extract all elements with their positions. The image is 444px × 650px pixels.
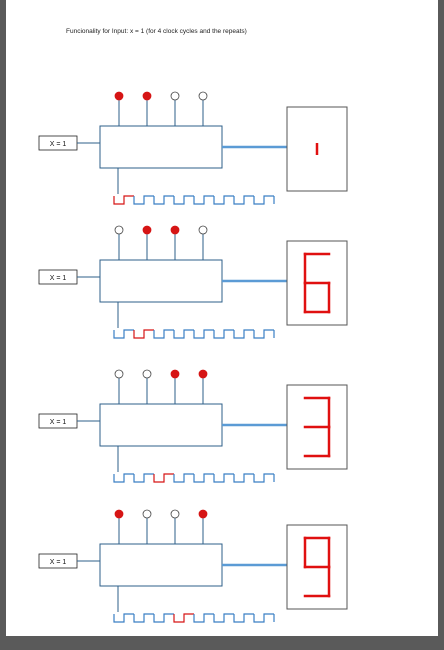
led-on-icon <box>198 509 208 519</box>
clock-pulse <box>233 195 254 205</box>
clock-pulse <box>233 473 254 483</box>
clock-pulse <box>173 613 194 623</box>
counter-block: X = 1 <box>38 509 348 623</box>
led-off-icon <box>198 91 208 101</box>
led-off-icon <box>170 509 180 519</box>
clock-pulse <box>253 329 274 339</box>
led-off-icon <box>142 509 152 519</box>
input-label: X = 1 <box>50 419 67 426</box>
document-page: Funcionality for Input: x = 1 (for 4 clo… <box>6 0 438 636</box>
clock-pulse <box>113 613 134 623</box>
led-on-icon <box>142 91 152 101</box>
clock-pulse <box>213 195 234 205</box>
clock-pulse <box>253 473 274 483</box>
clock-pulse <box>133 473 154 483</box>
input-label: X = 1 <box>50 275 67 282</box>
clock-pulse <box>173 329 194 339</box>
clock-pulse <box>133 195 154 205</box>
clock-pulse <box>153 329 174 339</box>
clock-pulse <box>153 613 174 623</box>
led-on-icon <box>142 225 152 235</box>
clock-pulse <box>213 613 234 623</box>
clock-pulse <box>153 195 174 205</box>
input-label: X = 1 <box>50 141 67 148</box>
counter-block: X = 1 <box>38 225 348 339</box>
clock-pulse <box>193 613 214 623</box>
led-off-icon <box>114 225 124 235</box>
clock-pulse <box>253 613 274 623</box>
clock-waveform <box>113 613 275 623</box>
clock-pulse <box>113 329 134 339</box>
clock-pulse <box>253 195 274 205</box>
led-off-icon <box>114 369 124 379</box>
clock-pulse <box>113 195 134 205</box>
led-on-icon <box>170 369 180 379</box>
counter-box <box>99 543 223 587</box>
led-off-icon <box>170 91 180 101</box>
led-on-icon <box>114 509 124 519</box>
clock-pulse <box>173 195 194 205</box>
input-label: X = 1 <box>50 559 67 566</box>
led-off-icon <box>198 225 208 235</box>
clock-waveform <box>113 195 275 205</box>
clock-waveform <box>113 473 275 483</box>
clock-pulse <box>113 473 134 483</box>
clock-pulse <box>193 329 214 339</box>
clock-pulse <box>133 329 154 339</box>
page-title: Funcionality for Input: x = 1 (for 4 clo… <box>66 28 247 35</box>
clock-pulse <box>193 195 214 205</box>
clock-pulse <box>213 473 234 483</box>
led-on-icon <box>170 225 180 235</box>
clock-pulse <box>193 473 214 483</box>
led-on-icon <box>114 91 124 101</box>
led-off-icon <box>142 369 152 379</box>
counter-box <box>99 259 223 303</box>
clock-pulse <box>233 613 254 623</box>
clock-pulse <box>173 473 194 483</box>
led-on-icon <box>198 369 208 379</box>
counter-block: X = 1 <box>38 369 348 483</box>
clock-pulse <box>133 613 154 623</box>
clock-pulse <box>233 329 254 339</box>
counter-box <box>99 403 223 447</box>
clock-waveform <box>113 329 275 339</box>
clock-pulse <box>213 329 234 339</box>
counter-box <box>99 125 223 169</box>
counter-block: X = 1 <box>38 91 348 205</box>
clock-pulse <box>153 473 174 483</box>
